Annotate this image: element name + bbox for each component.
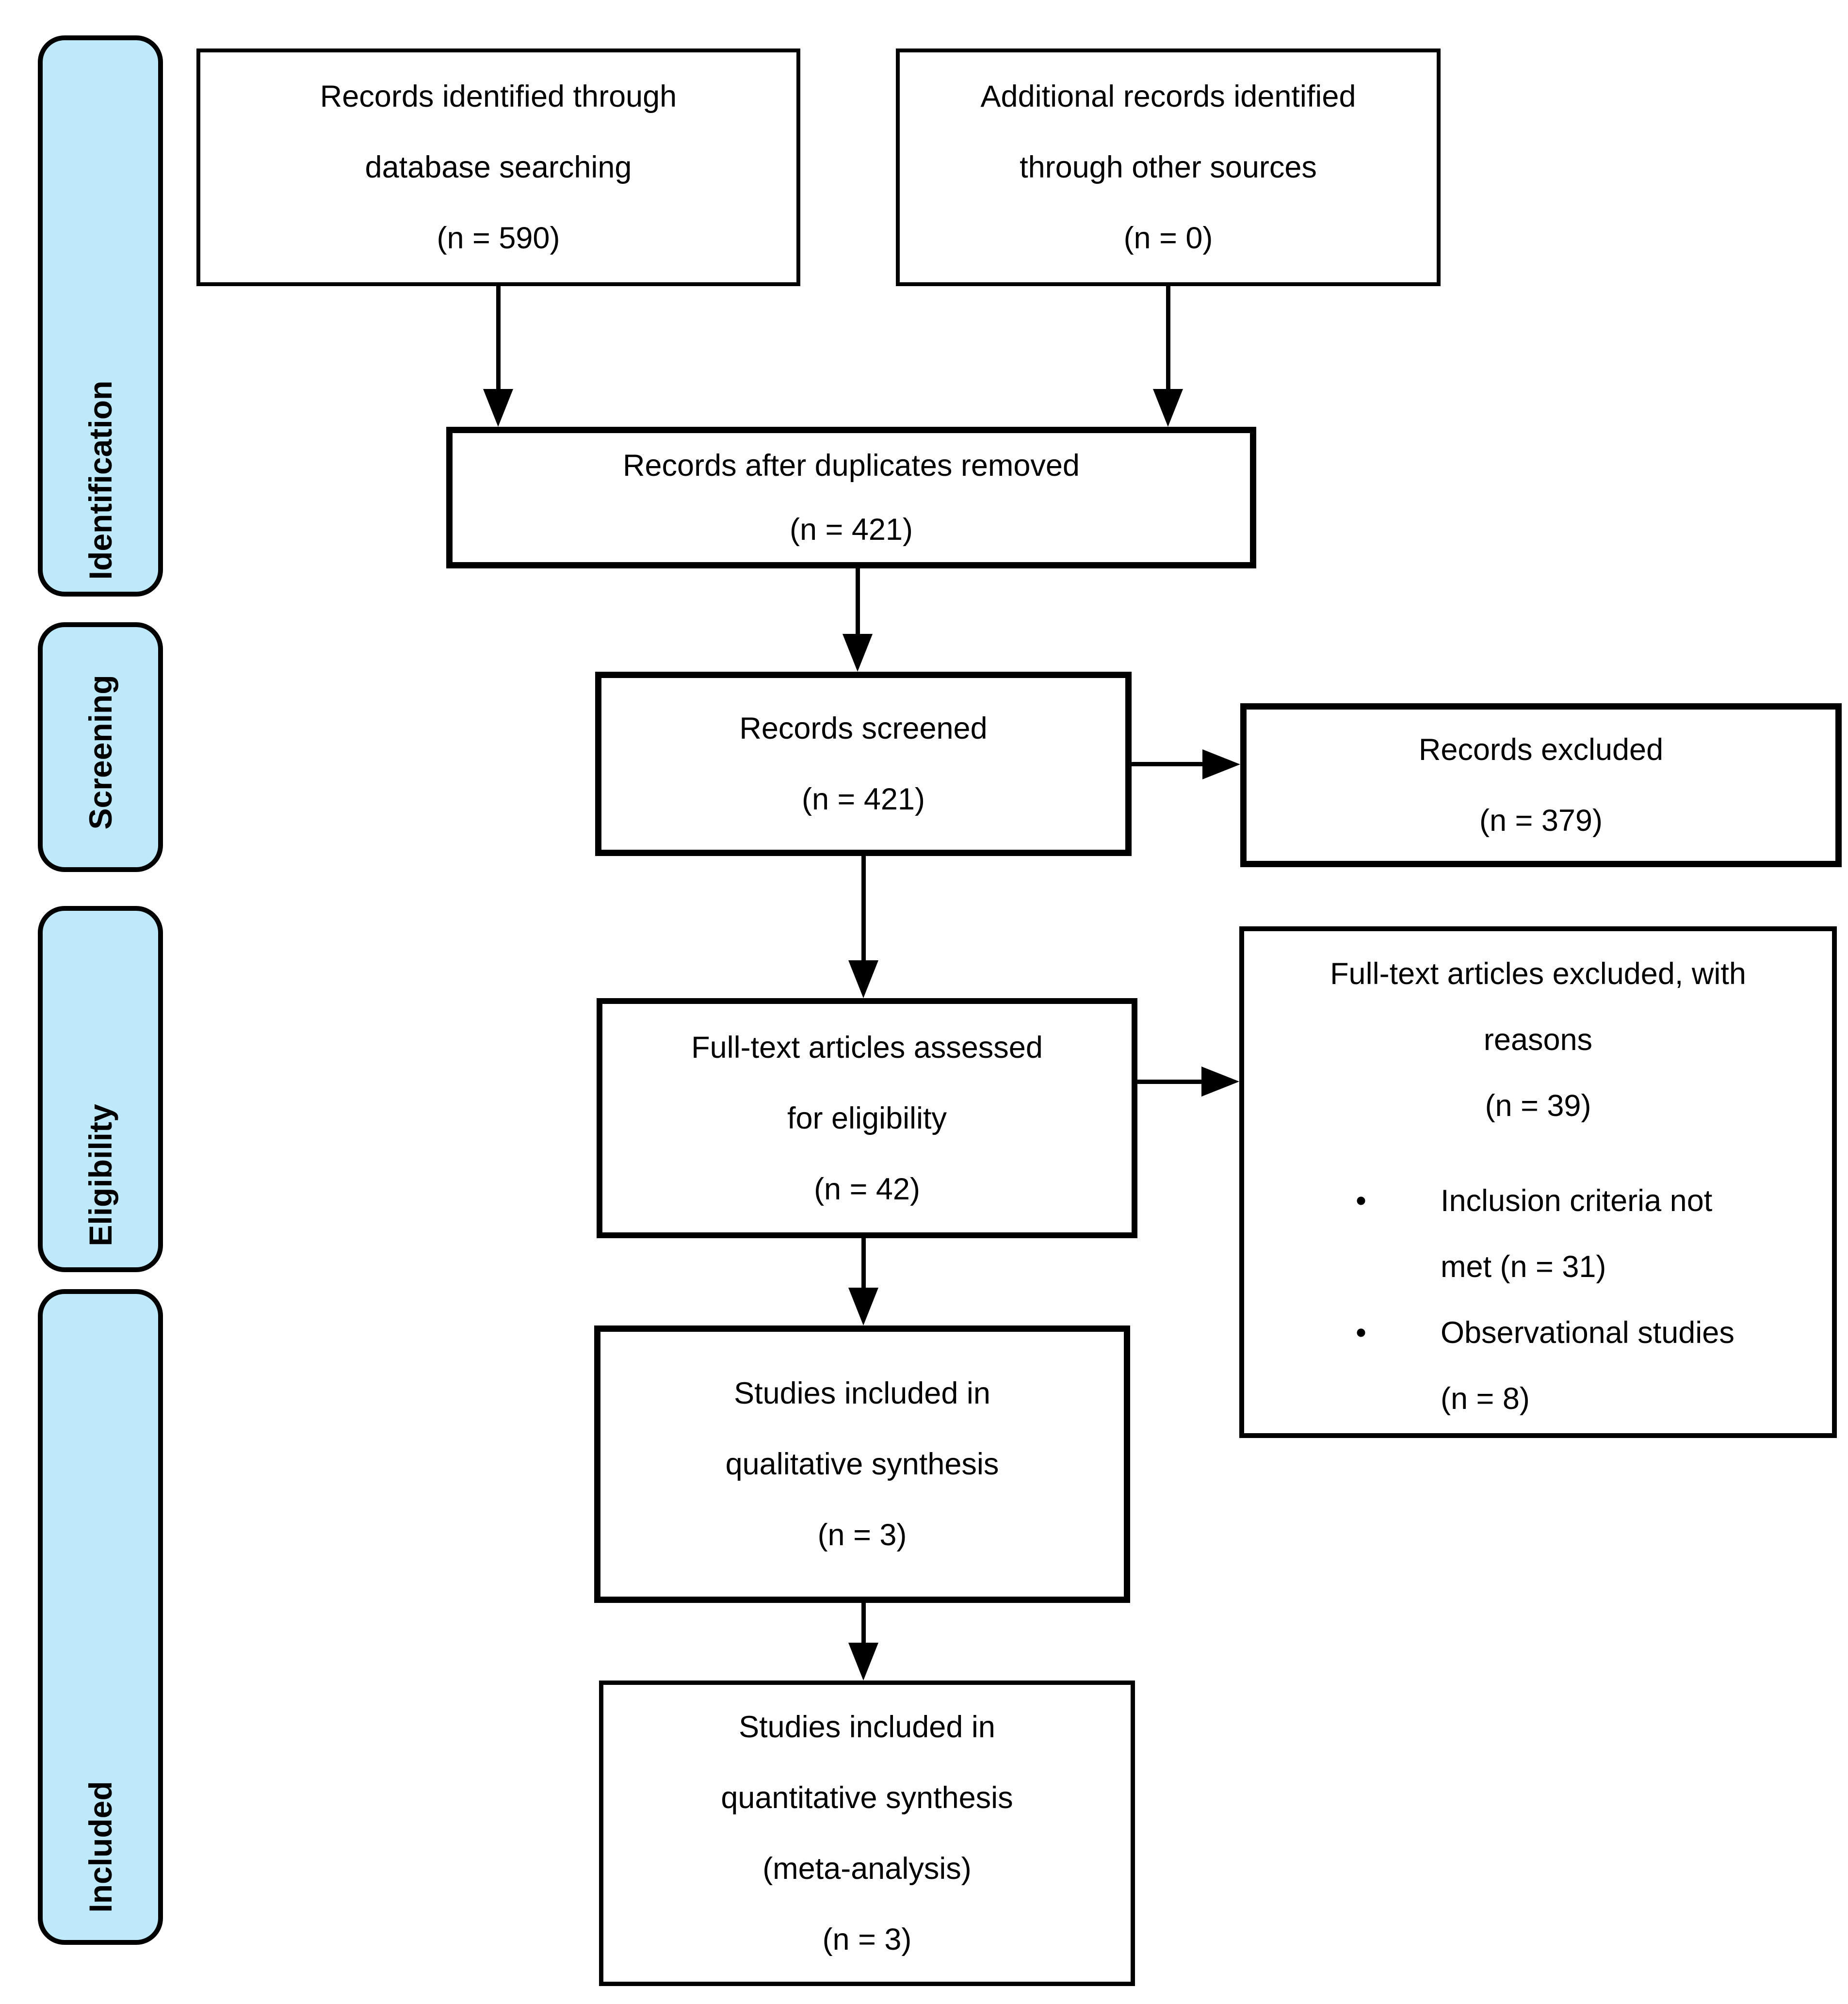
box-count: (n = 421) [802,782,925,816]
box-count: (n = 39) [1485,1089,1591,1123]
stage-eligibility: Eligibility [38,906,163,1272]
arrow-line [1166,286,1170,390]
stage-eligibility-label: Eligibility [82,1104,118,1246]
box-text-line: Records after duplicates removed [623,449,1080,483]
box-count: (n = 590) [437,221,560,255]
box-text-line: met (n = 31) [1441,1250,1606,1284]
flow-box-fulltext-excluded-reasons: Full-text articles excluded, with reason… [1239,926,1837,1438]
flow-box-duplicates-removed: Records after duplicates removed (n = 42… [446,427,1256,568]
arrow-line [1132,762,1203,766]
box-text-line: Full-text articles excluded, with [1330,957,1746,991]
box-count: (n = 0) [1123,221,1213,255]
box-text-line: for eligibility [787,1101,947,1135]
box-count: (n = 3) [817,1518,907,1552]
box-text-line: qualitative synthesis [725,1447,999,1481]
arrow-line [856,568,860,634]
box-text-line: Inclusion criteria not [1441,1184,1713,1218]
box-text-line: Studies included in [739,1710,995,1744]
box-text-line: quantitative synthesis [721,1781,1013,1815]
flow-box-additional-records: Additional records identified through ot… [896,48,1441,286]
box-text-line: Additional records identified [980,80,1356,113]
exclusion-reason-text: Inclusion criteria not met (n = 31) [1441,1168,1712,1300]
exclusion-reason-text: Observational studies (n = 8) [1441,1300,1735,1432]
arrow-down-icon [483,389,513,427]
arrow-line [1137,1080,1202,1084]
box-text-line: (n = 8) [1441,1382,1530,1416]
arrow-down-icon [848,1288,878,1325]
arrow-line [496,286,501,390]
flow-box-records-excluded: Records excluded (n = 379) [1240,703,1842,867]
bullet-icon: • [1356,1184,1367,1218]
bullet-icon: • [1356,1316,1367,1350]
arrow-down-icon [848,960,878,998]
box-count: (n = 379) [1479,804,1603,838]
box-count: (n = 3) [822,1923,912,1956]
exclusion-reason-item: • Inclusion criteria not met (n = 31) [1356,1168,1832,1300]
exclusion-reason-item: • Observational studies (n = 8) [1356,1300,1832,1432]
stage-screening: Screening [38,622,163,872]
box-text-line: Studies included in [734,1376,990,1410]
box-count: (n = 421) [790,513,913,547]
arrow-line [861,1238,866,1288]
box-text-line: Observational studies [1441,1316,1735,1350]
stage-screening-label: Screening [82,675,118,830]
stage-identification-label: Identification [82,380,118,580]
box-text-line: (meta-analysis) [762,1852,972,1886]
box-text-line: Records excluded [1418,733,1664,767]
arrow-down-icon [1153,389,1183,427]
box-text-line: reasons [1483,1023,1593,1057]
box-text-line: Records screened [739,711,988,745]
exclusion-reason-list: • Inclusion criteria not met (n = 31) • … [1244,1168,1832,1432]
arrow-right-icon [1202,749,1240,779]
arrow-line [861,856,866,961]
box-text-line: Records identified through [320,80,677,113]
box-text-line: through other sources [1020,150,1317,184]
arrow-line [861,1603,866,1643]
flow-box-records-identified: Records identified through database sear… [196,48,800,286]
stage-included: Included [38,1289,163,1945]
arrow-right-icon [1201,1067,1239,1097]
box-count: (n = 42) [814,1172,920,1206]
flow-box-quantitative-synthesis: Studies included in quantitative synthes… [599,1681,1135,1986]
box-text-line: database searching [365,150,632,184]
arrow-down-icon [848,1643,878,1681]
flow-box-qualitative-synthesis: Studies included in qualitative synthesi… [594,1325,1130,1603]
stage-identification: Identification [38,35,163,597]
stage-included-label: Included [82,1781,118,1913]
arrow-down-icon [843,634,873,672]
flow-box-fulltext-assessed: Full-text articles assessed for eligibil… [597,998,1137,1238]
box-text-line: Full-text articles assessed [691,1030,1043,1065]
flow-box-records-screened: Records screened (n = 421) [595,672,1132,856]
